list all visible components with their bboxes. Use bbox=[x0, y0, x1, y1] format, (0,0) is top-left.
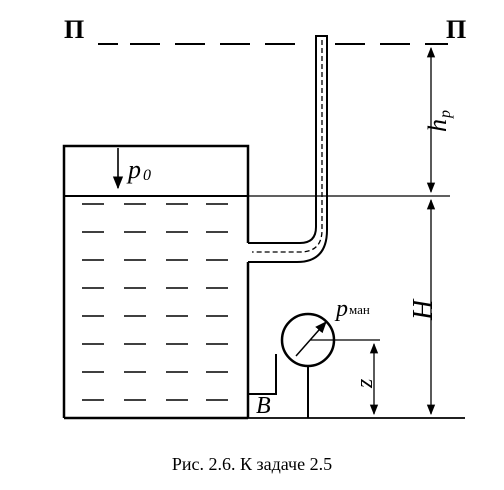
manometer bbox=[248, 312, 380, 418]
plane-label-right: П bbox=[446, 15, 466, 44]
z-label: z bbox=[352, 378, 378, 389]
piezometer-tube bbox=[248, 35, 328, 263]
liquid-hatching bbox=[82, 203, 228, 401]
H-label: H bbox=[408, 298, 439, 321]
manometer-needle bbox=[295, 321, 327, 357]
tank bbox=[62, 144, 250, 420]
piezometer-liquid bbox=[252, 40, 323, 253]
figure-caption: Рис. 2.6. К задаче 2.5 bbox=[171, 454, 333, 474]
pman-label: pман bbox=[334, 296, 370, 322]
plane-label-left: П bbox=[64, 15, 84, 44]
hp-label: hp bbox=[423, 110, 454, 132]
point-B-label: B bbox=[256, 393, 271, 419]
